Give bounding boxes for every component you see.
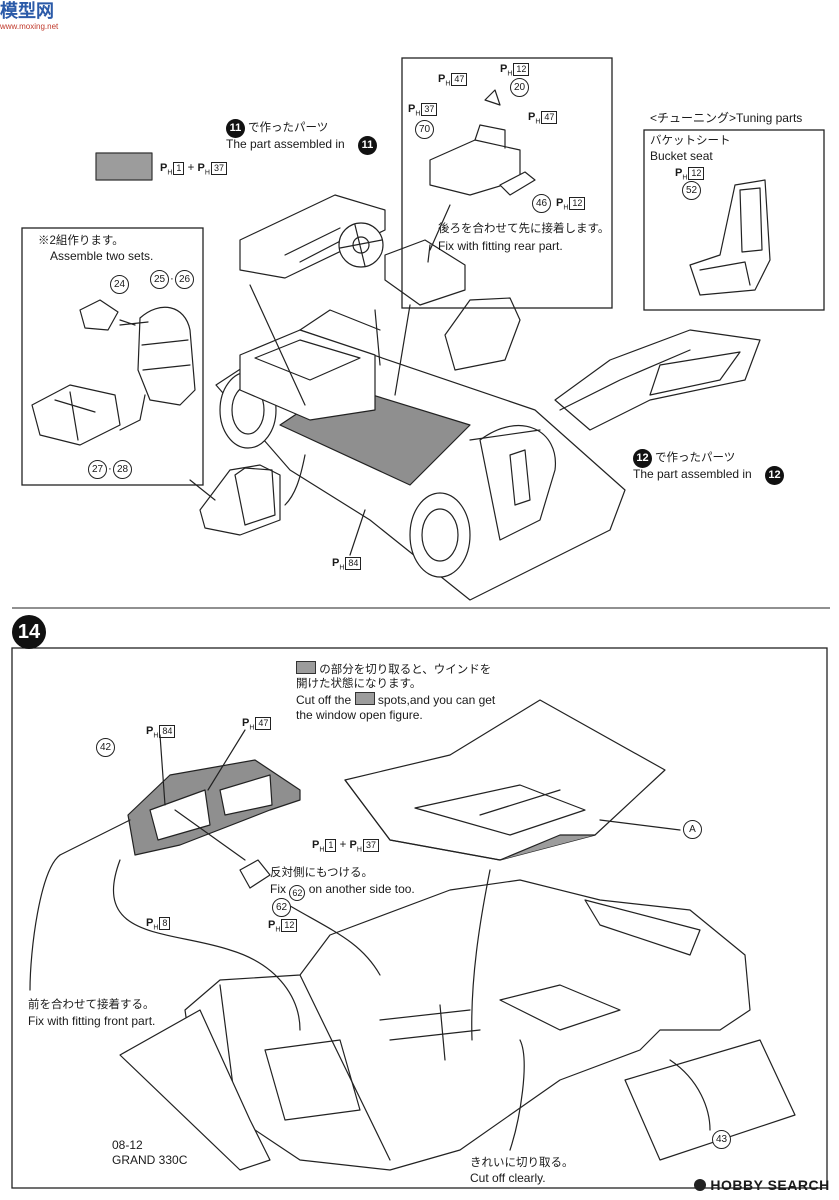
bucket-seat-en: Bucket seat bbox=[650, 149, 713, 163]
other-side-en: Fix 62 on another side too. bbox=[270, 882, 415, 901]
gray-swatch-icon-2 bbox=[354, 692, 375, 705]
part-42: 42 bbox=[96, 738, 115, 757]
step-ref-11-badge: 11 bbox=[226, 119, 245, 138]
part-52: 52 bbox=[682, 181, 701, 200]
bucket-seat-jp: バケットシート bbox=[650, 135, 731, 147]
part12-note-en: The part assembled in bbox=[633, 467, 752, 481]
part12-note-jp: で作ったパーツ bbox=[655, 452, 736, 464]
front-fit-en: Fix with fitting front part. bbox=[28, 1014, 156, 1028]
part-24: 24 bbox=[110, 275, 129, 294]
model-name: GRAND 330C bbox=[112, 1153, 188, 1167]
part-25: 25 bbox=[150, 270, 169, 289]
cut-note-jp-1: の部分を切り取ると、ウインドを bbox=[296, 661, 491, 678]
part-62: 62 bbox=[272, 898, 291, 917]
gray-swatch-icon bbox=[296, 661, 316, 674]
front-fit-jp: 前を合わせて接着する。 bbox=[28, 999, 155, 1011]
cut-clearly-jp: きれいに切り取る。 bbox=[470, 1157, 574, 1169]
part-separator-dot: · bbox=[170, 273, 174, 285]
cut-note-en-2: the window open figure. bbox=[296, 708, 423, 722]
rear-fit-note-en: Fix with fitting rear part. bbox=[438, 239, 563, 253]
part-70: 70 bbox=[415, 120, 434, 139]
part-separator-dot-2: · bbox=[108, 463, 112, 475]
cut-note-en-1: Cut off the spots,and you can get bbox=[296, 692, 496, 707]
two-sets-jp: ※2組作ります。 bbox=[38, 235, 124, 247]
step-ref-11-badge-en: 11 bbox=[358, 136, 377, 155]
watermark-url: www.moxing.net bbox=[0, 22, 59, 31]
part-28: 28 bbox=[113, 460, 132, 479]
watermark-title: 模型网 bbox=[0, 1, 54, 21]
tuning-title: <チューニング>Tuning parts bbox=[650, 111, 803, 125]
part11-note-en: The part assembled in bbox=[226, 137, 345, 151]
model-code: 08-12 bbox=[112, 1138, 143, 1152]
cut-clearly-en: Cut off clearly. bbox=[470, 1171, 546, 1185]
hobby-search-icon bbox=[694, 1179, 706, 1191]
part-20: 20 bbox=[510, 78, 529, 97]
step-ref-12-badge: 12 bbox=[633, 449, 652, 468]
part-27: 27 bbox=[88, 460, 107, 479]
step-ref-12-badge-en: 12 bbox=[765, 466, 784, 485]
part-46: 46 bbox=[532, 194, 551, 213]
other-side-jp: 反対側にもつける。 bbox=[270, 867, 374, 879]
part11-note-jp: で作ったパーツ bbox=[248, 122, 329, 134]
hobby-search-logo: HOBBY SEARCH bbox=[694, 1178, 830, 1193]
part-26: 26 bbox=[175, 270, 194, 289]
rear-fit-note-jp: 後ろを合わせて先に接着します。 bbox=[438, 223, 610, 235]
cut-note-jp-2: 開けた状態になります。 bbox=[296, 678, 422, 690]
part-A: A bbox=[683, 820, 702, 839]
watermark-logo: 模型网 www.moxing.net bbox=[0, 0, 70, 34]
step-14-number: 14 bbox=[12, 615, 46, 649]
part-43: 43 bbox=[712, 1130, 731, 1149]
two-sets-en: Assemble two sets. bbox=[50, 249, 154, 263]
